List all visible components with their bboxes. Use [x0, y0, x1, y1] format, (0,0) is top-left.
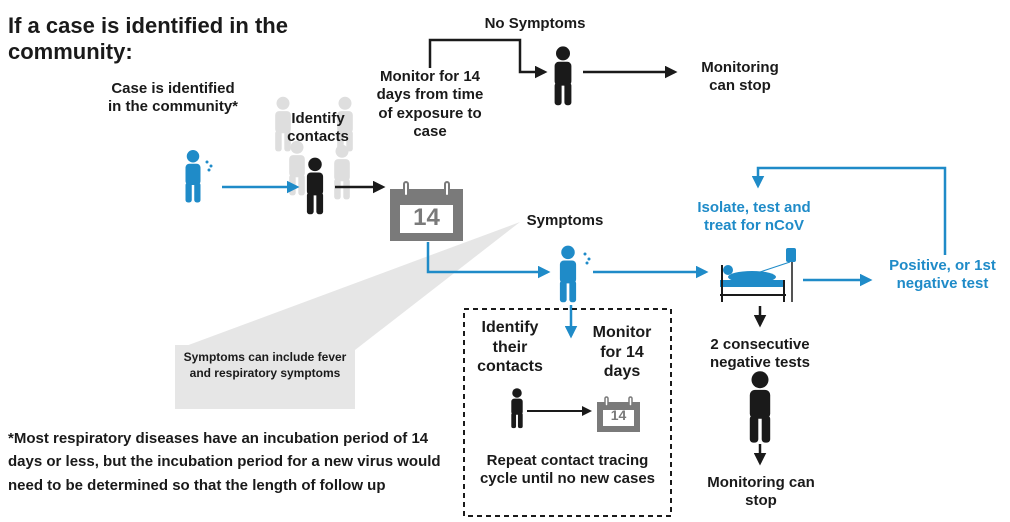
calendar-icon	[390, 181, 463, 241]
negative-tests-label: 2 consecutive negative tests	[709, 336, 811, 372]
identify-their-contacts-label: Identify their contacts	[477, 319, 543, 376]
small-calendar-icon	[597, 396, 640, 432]
small-calendar-number: 14	[610, 407, 627, 423]
positive-test-label: Positive, or 1st negative test	[889, 257, 996, 293]
symptoms-callout-box	[175, 345, 355, 409]
small-contact-person-icon	[511, 388, 523, 429]
case-person-icon	[185, 150, 213, 203]
contact-tracing-box	[463, 308, 672, 517]
case-identified-label: Case is identified in the community*	[108, 80, 239, 116]
identify-contacts-label: Identify contacts	[287, 110, 349, 146]
no-symptoms-label: No Symptoms	[484, 15, 586, 32]
monitor-14-days-label: Monitor for 14 days	[592, 324, 652, 381]
footnote: *Most respiratory diseases have an incub…	[8, 430, 441, 494]
recovered-person-icon	[749, 371, 771, 443]
isolate-label: Isolate, test and treat for nCoV	[697, 199, 811, 235]
monitor-exposure-label: Monitor for 14 days from time of exposur…	[376, 68, 484, 140]
repeat-tracing-label: Repeat contact tracing cycle until no ne…	[479, 452, 656, 488]
calendar-number: 14	[413, 204, 440, 231]
arrow-to-no-symptoms	[428, 38, 548, 79]
symptomatic-person-icon	[559, 245, 591, 303]
monitoring-can-stop-top-label: Monitoring can stop	[701, 59, 779, 95]
loop-back-arrow	[751, 166, 947, 255]
symptoms-label: Symptoms	[526, 212, 604, 229]
contact-person-icon	[306, 157, 324, 215]
hospital-bed-icon	[720, 248, 796, 302]
arrow-to-symptoms	[426, 242, 551, 279]
symptoms-callout-pointer	[175, 222, 520, 350]
symptoms-callout-text: Symptoms can include fever and respirato…	[183, 350, 347, 380]
page-title: If a case is identified in the community…	[8, 13, 288, 65]
monitoring-can-stop-bottom-label: Monitoring can stop	[707, 474, 815, 510]
no-symptoms-person-icon	[554, 46, 572, 106]
